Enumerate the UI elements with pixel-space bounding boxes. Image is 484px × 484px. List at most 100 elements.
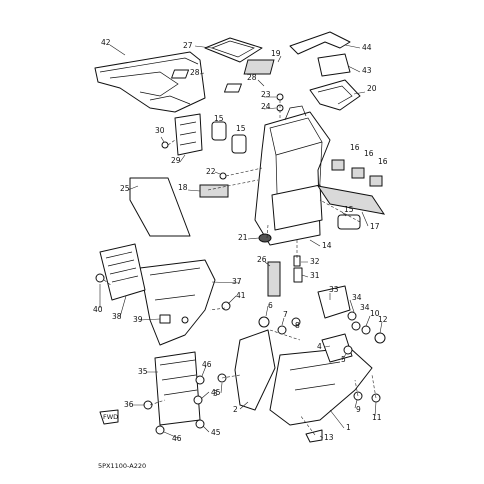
callout-2: 2: [233, 405, 238, 414]
callout-36: 36: [124, 400, 134, 409]
part-45-bolt-b[interactable]: [195, 419, 205, 429]
callout-13: 13: [324, 433, 334, 442]
part-15-pad-a[interactable]: [211, 121, 227, 141]
part-44-bracket[interactable]: [289, 31, 351, 55]
callout-15a: 15: [214, 114, 224, 123]
part-42-cowl-panel[interactable]: [94, 51, 206, 113]
part-29-bracket[interactable]: [174, 113, 203, 156]
part-26-pad[interactable]: [267, 261, 281, 297]
part-34-bolt-a[interactable]: [347, 311, 357, 321]
callout-46b: 46: [172, 434, 182, 443]
part-12-grommet[interactable]: [374, 332, 386, 344]
callout-42: 42: [101, 38, 111, 47]
part-14-battery-box[interactable]: [254, 105, 331, 246]
callout-3: 3: [213, 389, 218, 398]
callout-38: 38: [112, 312, 122, 321]
part-5-grommet[interactable]: [343, 345, 353, 355]
callout-32: 32: [310, 257, 320, 266]
part-39-clip[interactable]: [159, 314, 171, 324]
callout-21: 21: [238, 233, 248, 242]
callout-16b: 16: [364, 149, 374, 158]
part-46-damper-b[interactable]: [155, 425, 165, 435]
callout-20: 20: [367, 84, 377, 93]
part-45-bolt-a[interactable]: [193, 395, 203, 405]
part-35-bracket[interactable]: [154, 351, 201, 426]
part-46-damper-a[interactable]: [195, 375, 205, 385]
callout-26: 26: [257, 255, 267, 264]
part-43-pad[interactable]: [317, 53, 351, 77]
part-28-pad-b[interactable]: [223, 83, 242, 93]
callout-45a: 45: [211, 388, 221, 397]
fwd-label-tag: FWD: [99, 409, 119, 425]
callout-33: 33: [329, 285, 339, 294]
part-16-pad-b[interactable]: [351, 167, 365, 179]
part-27-tray[interactable]: [204, 37, 263, 63]
part-15-pad-b[interactable]: [231, 134, 247, 154]
callout-46a: 46: [202, 360, 212, 369]
part-10-collar[interactable]: [361, 325, 371, 335]
callout-35: 35: [138, 367, 148, 376]
callout-16c: 16: [378, 157, 388, 166]
part-37-side-cover[interactable]: [139, 259, 216, 346]
part-7-collar[interactable]: [277, 325, 287, 335]
part-25-plate[interactable]: [129, 177, 191, 237]
callout-37: 37: [232, 277, 242, 286]
part-16-pad-a[interactable]: [331, 159, 345, 171]
callout-34b: 34: [360, 303, 370, 312]
part-38-duct[interactable]: [99, 243, 146, 301]
callout-labels: 1 2 3 4 5 6 7 8 9 10 11 12 13 14 15 15 1…: [93, 38, 388, 443]
callout-9: 9: [356, 405, 361, 414]
callout-45b: 45: [211, 428, 221, 437]
callout-39: 39: [133, 315, 143, 324]
callout-29: 29: [171, 156, 181, 165]
callout-17: 17: [370, 222, 380, 231]
callout-15c: 15: [344, 205, 354, 214]
part-17-pad[interactable]: [316, 185, 386, 215]
part-21-grommet[interactable]: [258, 233, 272, 243]
callout-44: 44: [362, 43, 372, 52]
callout-30: 30: [155, 126, 165, 135]
svg-text:FWD: FWD: [103, 413, 118, 421]
callout-5: 5: [341, 355, 346, 364]
callout-15b: 15: [236, 124, 246, 133]
part-20-cover[interactable]: [309, 79, 361, 111]
callout-41: 41: [236, 291, 246, 300]
callout-23: 23: [261, 90, 271, 99]
callout-24: 24: [261, 102, 271, 111]
part-40-bolt[interactable]: [95, 273, 105, 283]
part-30-bolt[interactable]: [161, 141, 169, 149]
callout-8: 8: [295, 321, 300, 330]
callout-31: 31: [310, 271, 320, 280]
callout-12: 12: [378, 315, 388, 324]
part-19-pad[interactable]: [243, 59, 275, 75]
callout-7: 7: [283, 310, 288, 319]
part-22-screw[interactable]: [219, 172, 227, 180]
callout-43: 43: [362, 66, 372, 75]
part-6-grommet[interactable]: [258, 316, 270, 328]
callout-19: 19: [271, 49, 281, 58]
part-1-side-cover[interactable]: [269, 347, 373, 426]
part-15-pad-c[interactable]: [337, 214, 361, 230]
callout-27: 27: [183, 41, 193, 50]
part-23-fastener[interactable]: [276, 93, 284, 101]
part-34-bolt-b[interactable]: [351, 321, 361, 331]
callout-34a: 34: [352, 293, 362, 302]
part-31-spacer[interactable]: [293, 267, 303, 283]
part-28-pad-a[interactable]: [171, 69, 190, 79]
callout-18: 18: [178, 183, 188, 192]
callout-4: 4: [317, 342, 322, 351]
callout-11: 11: [372, 413, 382, 422]
part-4-bracket[interactable]: [321, 333, 353, 363]
callout-28b: 28: [247, 73, 257, 82]
part-16-pad-c[interactable]: [369, 175, 383, 187]
callout-25: 25: [120, 184, 130, 193]
part-33-bracket[interactable]: [317, 285, 351, 319]
part-2-cover[interactable]: [234, 329, 276, 411]
callout-16a: 16: [350, 143, 360, 152]
callout-6: 6: [268, 301, 273, 310]
callout-1: 1: [346, 423, 351, 432]
figure-code: 5PX1100-A220: [98, 462, 146, 470]
part-13-clip[interactable]: [305, 429, 323, 443]
